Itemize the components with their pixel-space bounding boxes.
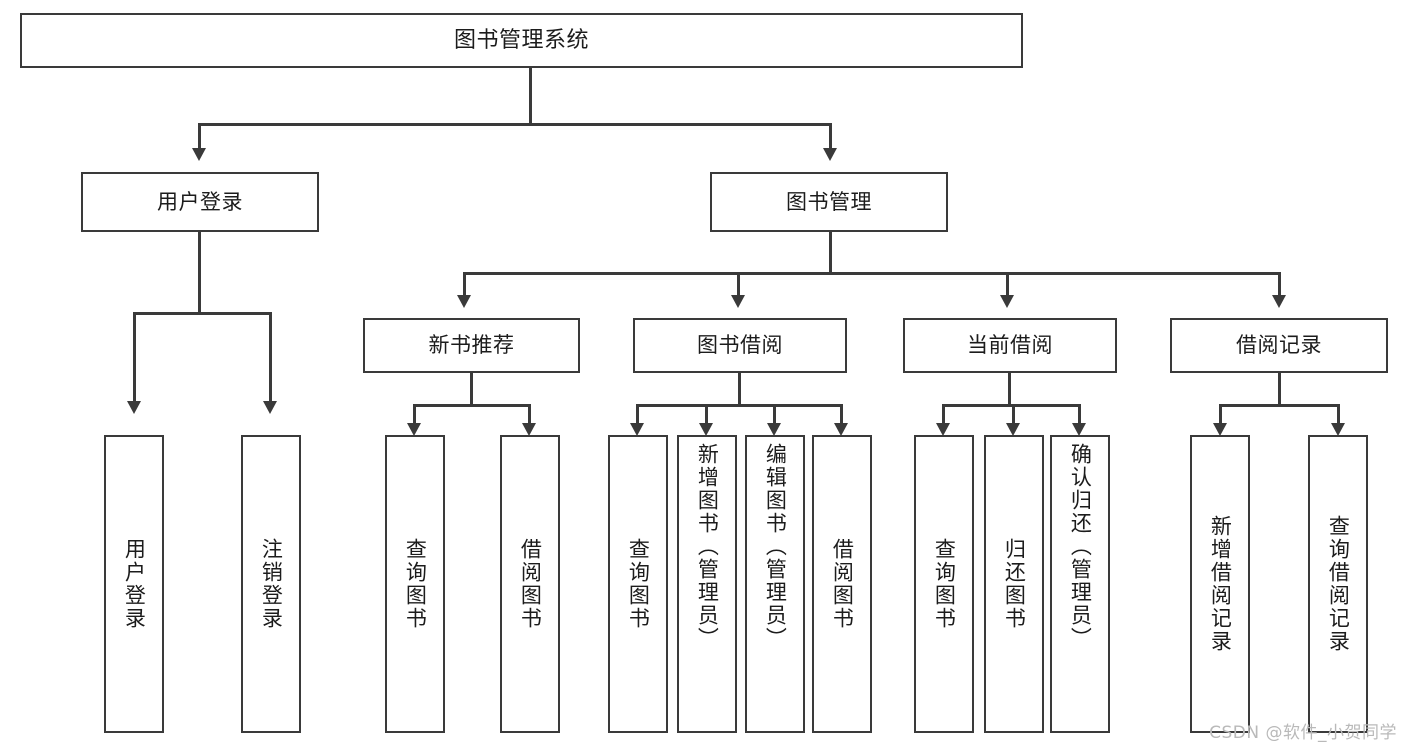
arrow-user-login-to-leaf-logout	[263, 401, 277, 414]
leaf-borrow-book-2[interactable]: 借阅图书	[812, 435, 872, 733]
leaf-query-book-3[interactable]: 查询图书	[914, 435, 974, 733]
connector-new-book-rec-bus	[413, 404, 531, 407]
leaf-logout[interactable]: 注销登录	[241, 435, 301, 733]
connector-new-book-rec-drop-2	[528, 404, 531, 426]
connector-root-bus	[198, 123, 832, 126]
leaf-user-login[interactable]: 用户登录	[104, 435, 164, 733]
arrow-book-borrow-to-query-book	[630, 423, 644, 436]
leaf-query-book-1[interactable]: 查询图书	[385, 435, 445, 733]
connector-user-login-drop-1	[133, 312, 136, 404]
node-new-book-rec-label: 新书推荐	[428, 333, 515, 358]
node-borrow-record[interactable]: 借阅记录	[1170, 318, 1388, 373]
connector-root-to-book-manage	[829, 123, 832, 151]
connector-root-stem	[529, 68, 532, 124]
connector-current-borrow-drop-1	[942, 404, 945, 426]
connector-book-borrow-drop-1	[636, 404, 639, 426]
leaf-query-book-1-label: 查询图书	[403, 538, 428, 630]
leaf-confirm-return[interactable]: 确认归还（管理员）	[1050, 435, 1110, 733]
arrow-book-borrow-to-borrow-book	[834, 423, 848, 436]
leaf-query-book-2[interactable]: 查询图书	[608, 435, 668, 733]
leaf-query-record-label: 查询借阅记录	[1326, 515, 1351, 653]
arrow-current-borrow-to-return-book	[1006, 423, 1020, 436]
leaf-user-login-label: 用户登录	[122, 538, 147, 630]
connector-borrow-record-stem	[1278, 373, 1281, 406]
connector-current-borrow-stem	[1008, 373, 1011, 406]
arrow-book-borrow-to-add-book	[699, 423, 713, 436]
leaf-return-book[interactable]: 归还图书	[984, 435, 1044, 733]
connector-book-borrow-drop-2	[705, 404, 708, 426]
leaf-query-record[interactable]: 查询借阅记录	[1308, 435, 1368, 733]
node-current-borrow[interactable]: 当前借阅	[903, 318, 1117, 373]
arrow-book-manage-to-new-book-rec	[457, 295, 471, 308]
node-root-label: 图书管理系统	[453, 27, 589, 53]
arrow-book-manage-to-current-borrow	[1000, 295, 1014, 308]
leaf-edit-book-label: 编辑图书（管理员）	[763, 443, 788, 650]
connector-book-borrow-drop-3	[773, 404, 776, 426]
leaf-add-record-label: 新增借阅记录	[1208, 515, 1233, 653]
arrow-new-book-rec-to-query-book	[407, 423, 421, 436]
connector-user-login-bus	[133, 312, 271, 315]
leaf-query-book-2-label: 查询图书	[626, 538, 651, 630]
connector-borrow-record-drop-1	[1219, 404, 1222, 426]
connector-user-login-stem	[198, 232, 201, 314]
leaf-query-book-3-label: 查询图书	[932, 538, 957, 630]
arrow-current-borrow-to-query-book	[936, 423, 950, 436]
connector-user-login-drop-2	[269, 312, 272, 404]
arrow-borrow-record-to-add-record	[1213, 423, 1227, 436]
leaf-edit-book[interactable]: 编辑图书（管理员）	[745, 435, 805, 733]
connector-borrow-record-bus	[1219, 404, 1340, 407]
leaf-add-book[interactable]: 新增图书（管理员）	[677, 435, 737, 733]
connector-book-manage-drop-4	[1278, 272, 1281, 298]
node-new-book-rec[interactable]: 新书推荐	[363, 318, 580, 373]
connector-current-borrow-bus	[942, 404, 1080, 407]
node-root[interactable]: 图书管理系统	[20, 13, 1023, 68]
arrow-book-manage-to-book-borrow	[731, 295, 745, 308]
arrow-root-to-book-manage	[823, 148, 837, 161]
node-user-login[interactable]: 用户登录	[81, 172, 319, 232]
connector-book-borrow-bus	[636, 404, 843, 407]
connector-new-book-rec-stem	[470, 373, 473, 406]
connector-current-borrow-drop-3	[1078, 404, 1081, 426]
connector-book-manage-drop-2	[737, 272, 740, 298]
node-book-manage[interactable]: 图书管理	[710, 172, 948, 232]
leaf-add-record[interactable]: 新增借阅记录	[1190, 435, 1250, 733]
leaf-confirm-return-label: 确认归还（管理员）	[1068, 443, 1093, 650]
leaf-logout-label: 注销登录	[259, 538, 284, 630]
node-borrow-record-label: 借阅记录	[1236, 333, 1322, 358]
arrow-new-book-rec-to-borrow-book	[522, 423, 536, 436]
node-book-borrow[interactable]: 图书借阅	[633, 318, 847, 373]
connector-borrow-record-drop-2	[1337, 404, 1340, 426]
arrow-user-login-to-leaf-user-login	[127, 401, 141, 414]
node-book-manage-label: 图书管理	[786, 189, 872, 214]
connector-book-manage-drop-3	[1006, 272, 1009, 298]
connector-root-to-user-login	[198, 123, 201, 151]
leaf-add-book-label: 新增图书（管理员）	[695, 443, 720, 650]
connector-book-manage-bus	[463, 272, 1281, 275]
leaf-borrow-book-2-label: 借阅图书	[830, 538, 855, 630]
arrow-book-manage-to-borrow-record	[1272, 295, 1286, 308]
arrow-borrow-record-to-query-record	[1331, 423, 1345, 436]
arrow-root-to-user-login	[192, 148, 206, 161]
connector-current-borrow-drop-2	[1012, 404, 1015, 426]
leaf-borrow-book-1-label: 借阅图书	[518, 538, 543, 630]
arrow-book-borrow-to-edit-book	[767, 423, 781, 436]
leaf-borrow-book-1[interactable]: 借阅图书	[500, 435, 560, 733]
leaf-return-book-label: 归还图书	[1002, 538, 1027, 630]
connector-book-manage-stem	[829, 232, 832, 274]
connector-book-borrow-stem	[738, 373, 741, 406]
connector-book-borrow-drop-4	[840, 404, 843, 426]
connector-new-book-rec-drop-1	[413, 404, 416, 426]
connector-book-manage-drop-1	[463, 272, 466, 298]
node-current-borrow-label: 当前借阅	[967, 333, 1053, 358]
arrow-current-borrow-to-confirm-return	[1072, 423, 1086, 436]
node-book-borrow-label: 图书借阅	[697, 333, 783, 358]
node-user-login-label: 用户登录	[157, 189, 243, 214]
